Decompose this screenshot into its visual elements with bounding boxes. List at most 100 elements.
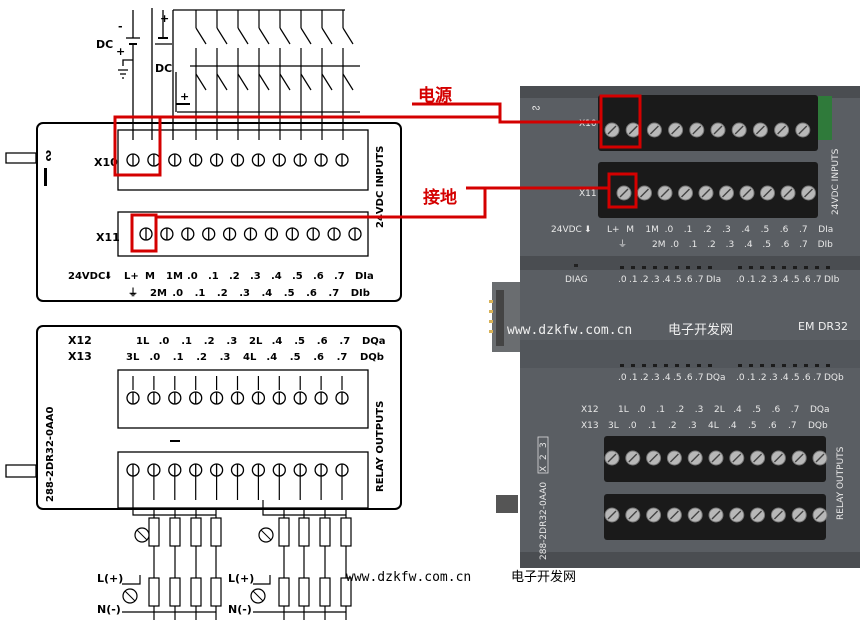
led-label: .5	[673, 373, 682, 383]
terminal-label: 3L	[126, 352, 140, 363]
load-resistor	[190, 577, 202, 607]
x12-label: X12	[68, 334, 92, 347]
photo-terminal-label: .2	[707, 240, 716, 250]
led	[642, 266, 646, 269]
svg-text:+: +	[160, 12, 169, 25]
led-label: .2	[640, 373, 649, 383]
svg-text:ᔓ: ᔓ	[532, 103, 540, 113]
x10-label: X10	[94, 156, 118, 169]
photo-x13-label: X13	[581, 421, 599, 431]
terminal-label: .5	[294, 336, 305, 347]
photo-terminal-label: .4	[741, 225, 750, 235]
x13-label: X13	[68, 350, 92, 363]
led	[826, 266, 830, 269]
photo-terminal-label: 1M	[645, 225, 659, 235]
terminal-label: .3	[226, 336, 237, 347]
photo-terminal-label: .2	[703, 225, 712, 235]
x13-screws	[126, 463, 349, 477]
terminal-label: 2L	[249, 336, 263, 347]
dc-minus: -	[118, 20, 123, 33]
dc-label: DC	[96, 38, 113, 51]
led	[760, 266, 764, 269]
photo-terminal-label: .0	[670, 240, 679, 250]
load-resistor	[298, 517, 310, 547]
photo-terminal-label: .6	[780, 225, 789, 235]
drawing-ground-highlight	[130, 213, 158, 253]
led-label: .2	[640, 275, 649, 285]
output-loads	[122, 376, 352, 620]
photo-terminal-label: .5	[752, 405, 761, 415]
terminal-label: .5	[290, 352, 301, 363]
diag-label: DIAG	[565, 275, 588, 285]
terminal-label: .1	[195, 288, 206, 299]
led	[738, 266, 742, 269]
svg-text:⏚: ⏚	[128, 287, 138, 299]
load-resistor	[210, 577, 222, 607]
pwr-out-label: 24VDC	[68, 271, 105, 282]
svg-text:⬇: ⬇	[584, 225, 592, 235]
photo-terminal-label: DQb	[808, 421, 828, 431]
photo-x11-screws	[616, 185, 816, 201]
watermark-url-1: www.dzkfw.com.cn	[507, 323, 632, 338]
led	[738, 364, 742, 367]
ground-leader	[156, 186, 609, 219]
dc-plus: +	[116, 45, 125, 58]
led-label: .7	[813, 373, 822, 383]
terminal-label: .1	[208, 271, 219, 282]
led-label: .3	[651, 373, 660, 383]
led-label: .5	[673, 275, 682, 285]
photo-terminal-label: M	[626, 225, 634, 235]
led	[697, 364, 701, 367]
led	[675, 266, 679, 269]
photo-terminal-label: L+	[607, 225, 620, 235]
led-label: .6	[684, 275, 693, 285]
ground-callout: 接地	[423, 187, 457, 208]
terminal-label: .1	[181, 336, 192, 347]
photo-terminal-label: 2M	[652, 240, 666, 250]
inputs-label: 24VDC INPUTS	[375, 146, 386, 228]
led	[664, 266, 668, 269]
svg-text:ᔓ: ᔓ	[43, 150, 54, 161]
n-minus-2: N(-)	[228, 603, 252, 616]
photo-terminal-label: .5	[762, 240, 771, 250]
photo-x-codes: X 2 3	[537, 436, 549, 474]
n-minus-1: N(-)	[97, 603, 121, 616]
terminal-label: .4	[262, 288, 273, 299]
terminal-label: DIb	[351, 288, 370, 299]
led-label: .0	[736, 373, 745, 383]
photo-inputs-label: 24VDC INPUTS	[831, 148, 841, 215]
terminal-label: M	[145, 271, 155, 282]
photo-terminal-label: .4	[733, 405, 742, 415]
led	[793, 266, 797, 269]
switch-icon	[237, 27, 249, 45]
terminal-label: 1M	[166, 271, 183, 282]
module-name: EM DR32	[798, 320, 848, 333]
svg-text:⏚: ⏚	[618, 239, 627, 250]
led-label: DIa	[706, 275, 721, 285]
photo-terminal-label: 1L	[618, 405, 629, 415]
watermark-url-2: www.dzkfw.com.cn	[346, 570, 471, 585]
photo-terminal-label: DIa	[818, 225, 833, 235]
terminal-label: .1	[173, 352, 184, 363]
watermark-site-1: 电子开发网	[668, 322, 733, 338]
terminal-label: .6	[306, 288, 317, 299]
switch-icon	[216, 27, 228, 45]
load-resistor	[148, 577, 160, 607]
terminal-label: 1L	[136, 336, 150, 347]
photo-terminal-label: .6	[772, 405, 781, 415]
photo-terminal-label: .7	[799, 240, 808, 250]
led	[697, 266, 701, 269]
led	[686, 266, 690, 269]
led-label: .6	[684, 373, 693, 383]
led	[782, 266, 786, 269]
x12-screws	[126, 391, 349, 405]
terminal-label: .2	[217, 288, 228, 299]
terminal-label: DQa	[362, 336, 386, 347]
photo-terminal-label: .7	[799, 225, 808, 235]
led-label: .7	[695, 275, 704, 285]
photo-x11-label: X11	[579, 189, 597, 199]
photo-terminal-label: .0	[637, 405, 646, 415]
